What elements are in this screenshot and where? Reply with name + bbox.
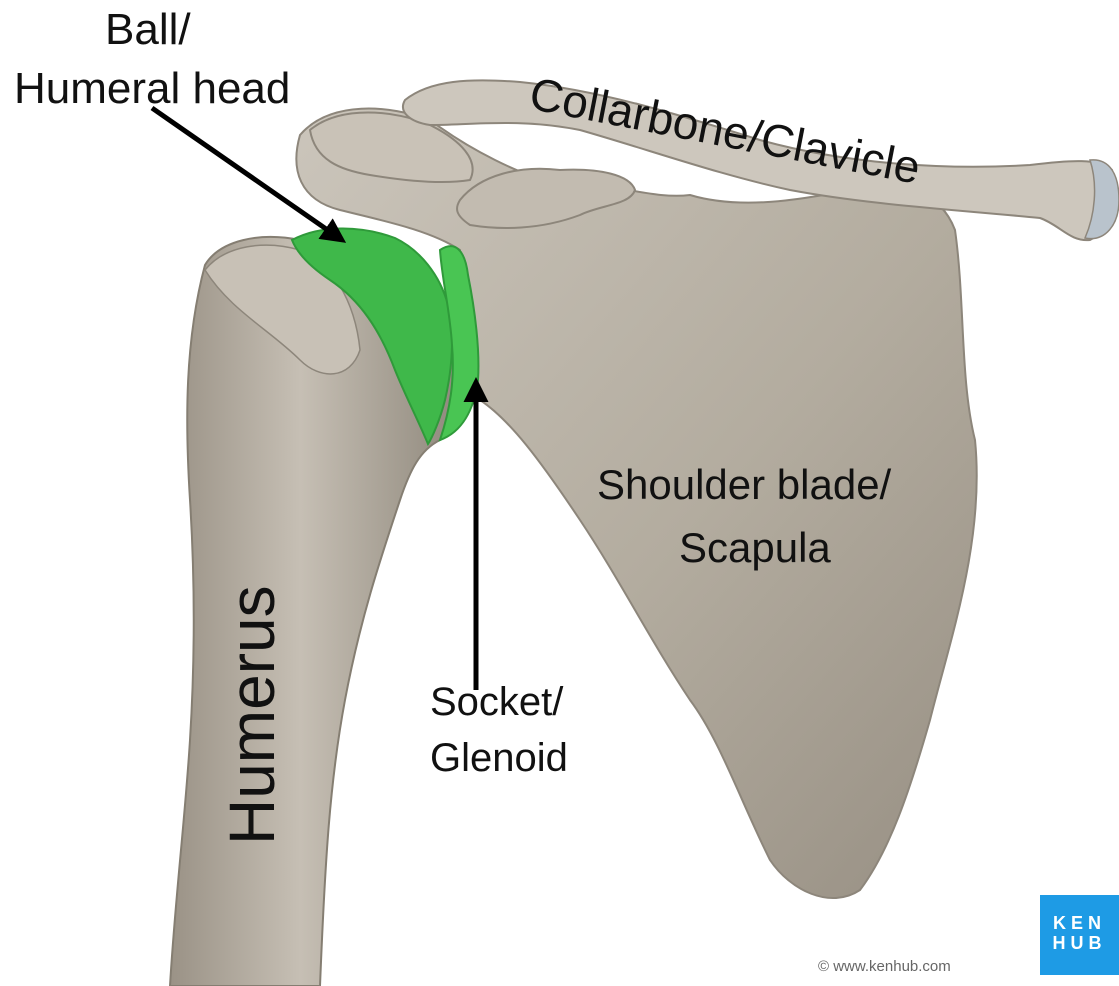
kenhub-logo[interactable]: KEN HUB <box>1040 895 1119 975</box>
label-shoulder-blade: Shoulder blade/ <box>597 464 891 506</box>
logo-text-hub: HUB <box>1040 933 1119 954</box>
logo-text-ken: KEN <box>1040 913 1119 934</box>
label-humerus: Humerus <box>220 585 284 845</box>
label-scapula: Scapula <box>679 527 831 569</box>
label-ball: Ball/ <box>105 8 191 52</box>
copyright-text: © www.kenhub.com <box>818 958 951 975</box>
label-socket: Socket/ <box>430 682 563 722</box>
label-humeral-head: Humeral head <box>14 67 290 111</box>
label-glenoid: Glenoid <box>430 738 568 778</box>
